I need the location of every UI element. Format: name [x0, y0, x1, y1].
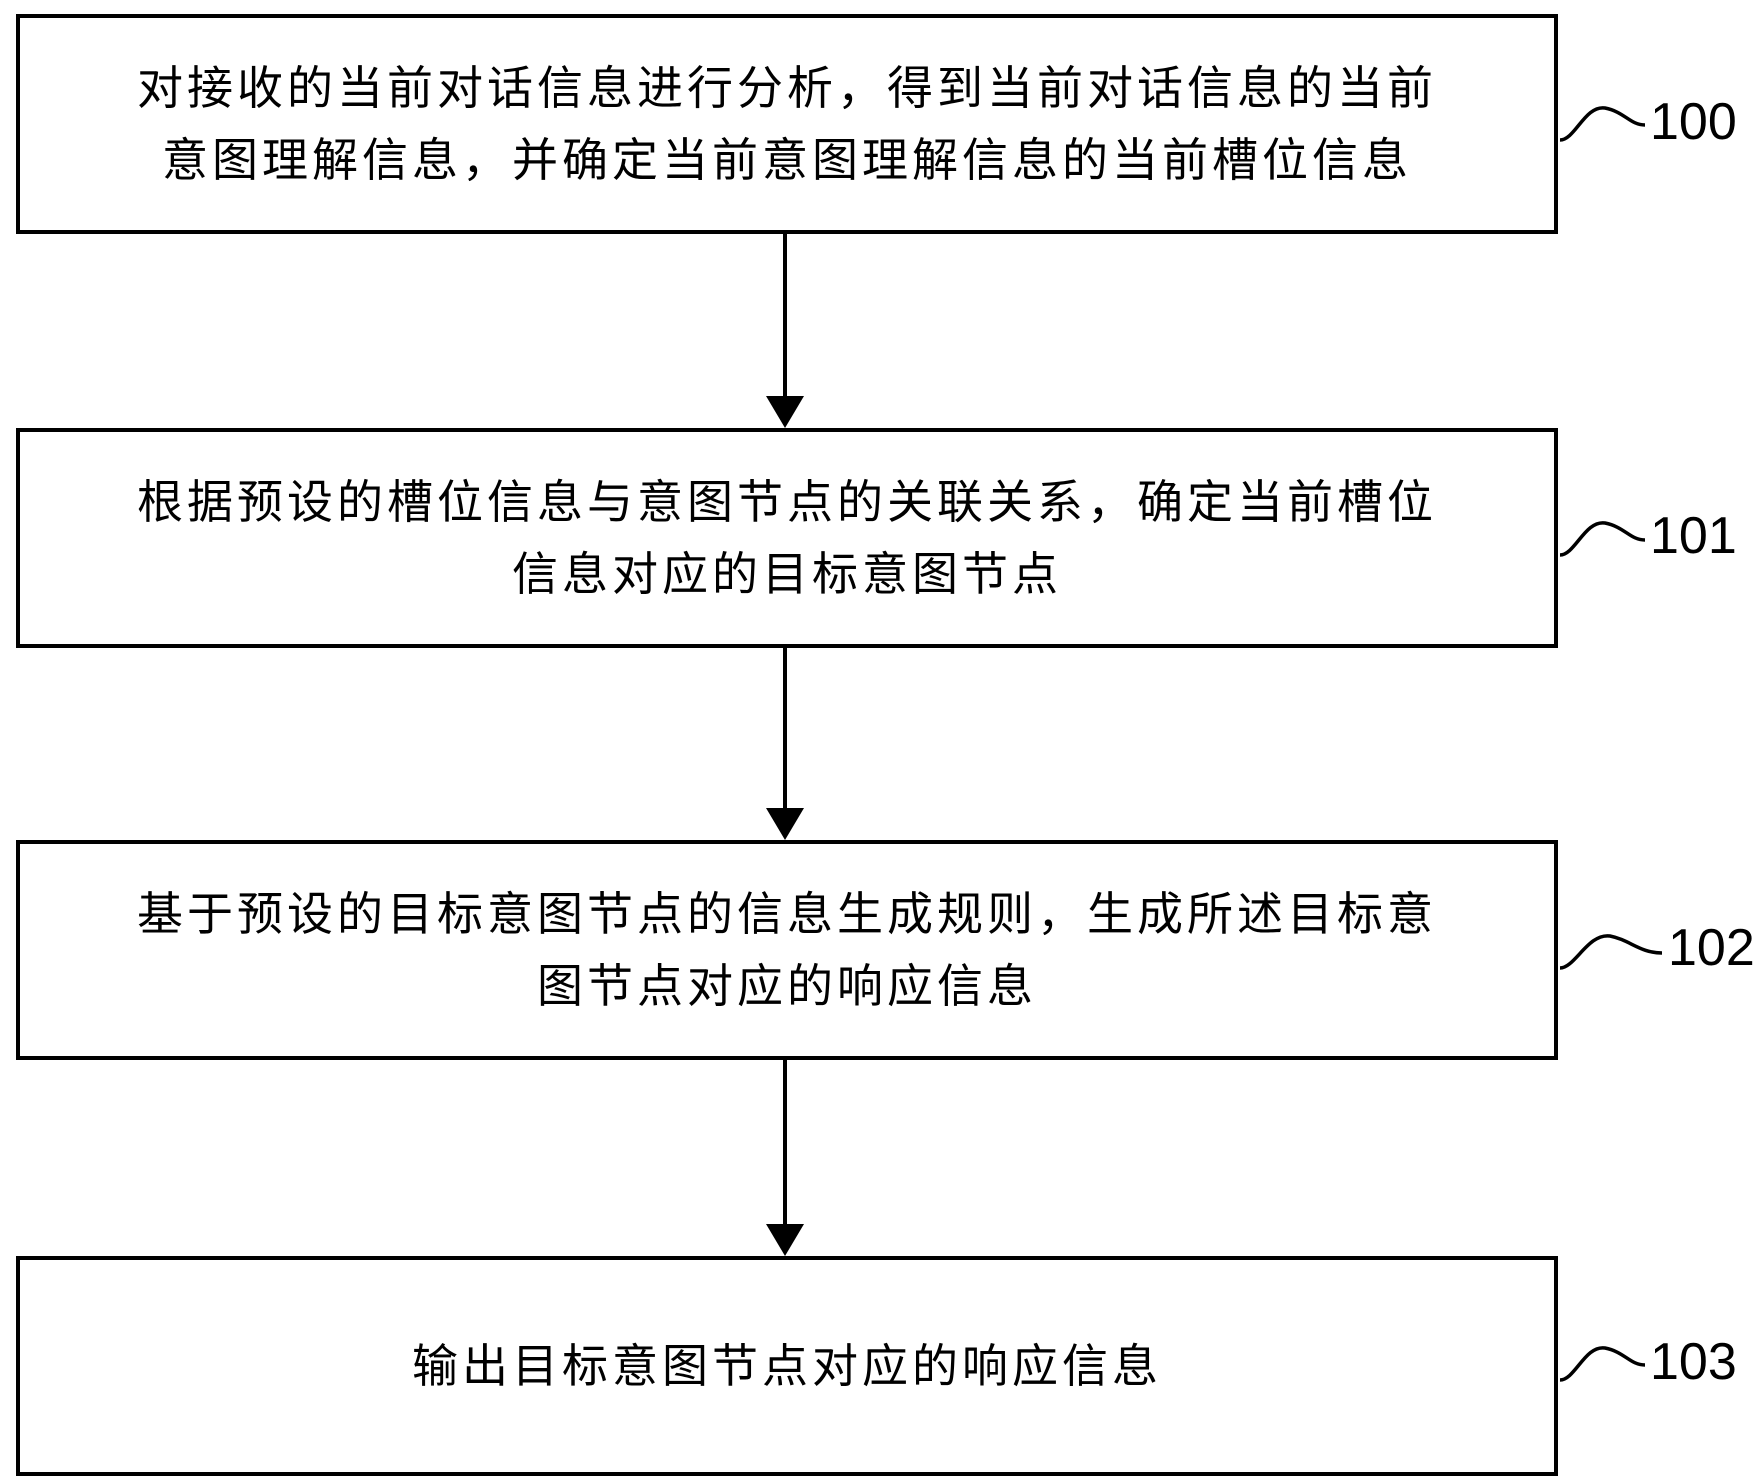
leader-line-102 — [1559, 934, 1663, 970]
step-100-line-2: 意图理解信息，并确定当前意图理解信息的当前槽位信息 — [162, 133, 1412, 187]
arrow-head-102-103 — [766, 1224, 804, 1256]
step-100-line-1: 对接收的当前对话信息进行分析，得到当前对话信息的当前 — [137, 61, 1437, 115]
step-102-line-1: 基于预设的目标意图节点的信息生成规则，生成所述目标意 — [137, 887, 1437, 941]
step-box-102: 基于预设的目标意图节点的信息生成规则，生成所述目标意 图节点对应的响应信息 — [16, 840, 1558, 1060]
step-box-101: 根据预设的槽位信息与意图节点的关联关系，确定当前槽位 信息对应的目标意图节点 — [16, 428, 1558, 648]
step-101-line-1: 根据预设的槽位信息与意图节点的关联关系，确定当前槽位 — [137, 475, 1437, 529]
step-text-103: 输出目标意图节点对应的响应信息 — [400, 1330, 1174, 1402]
step-box-100: 对接收的当前对话信息进行分析，得到当前对话信息的当前 意图理解信息，并确定当前意… — [16, 14, 1558, 234]
leader-line-101 — [1559, 521, 1646, 557]
step-103-line-1: 输出目标意图节点对应的响应信息 — [412, 1339, 1162, 1393]
leader-line-103 — [1559, 1346, 1646, 1382]
step-text-100: 对接收的当前对话信息进行分析，得到当前对话信息的当前 意图理解信息，并确定当前意… — [125, 52, 1449, 196]
ref-label-101: 101 — [1650, 507, 1737, 565]
ref-label-102: 102 — [1668, 919, 1755, 977]
step-101-line-2: 信息对应的目标意图节点 — [512, 547, 1062, 601]
step-102-line-2: 图节点对应的响应信息 — [537, 959, 1037, 1013]
ref-label-100: 100 — [1650, 93, 1737, 151]
step-text-102: 基于预设的目标意图节点的信息生成规则，生成所述目标意 图节点对应的响应信息 — [125, 878, 1449, 1022]
leader-line-100 — [1559, 106, 1646, 142]
step-text-101: 根据预设的槽位信息与意图节点的关联关系，确定当前槽位 信息对应的目标意图节点 — [125, 466, 1449, 610]
arrow-head-100-101 — [766, 396, 804, 428]
step-box-103: 输出目标意图节点对应的响应信息 — [16, 1256, 1558, 1476]
arrow-head-101-102 — [766, 808, 804, 840]
ref-label-103: 103 — [1650, 1333, 1737, 1391]
